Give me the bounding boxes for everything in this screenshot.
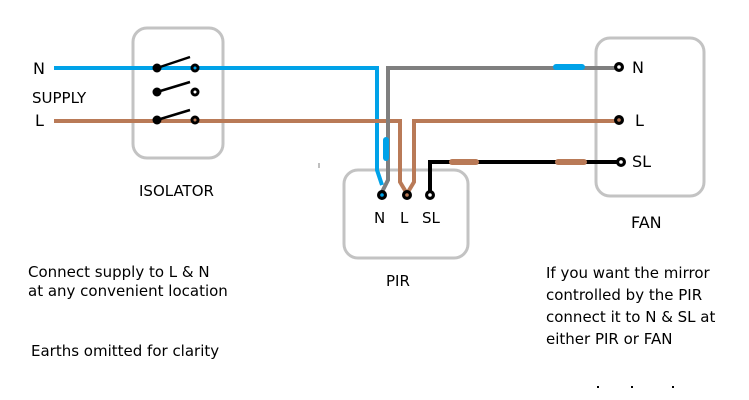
- fan-neutral-wire: [380, 66, 620, 193]
- note-earths: Earths omitted for clarity: [31, 342, 220, 360]
- fan-label: FAN: [631, 213, 662, 232]
- note-connect-supply: Connect supply to L & N at any convenien…: [28, 263, 228, 300]
- fan-box: [594, 36, 706, 198]
- fan-terminals: [614, 62, 626, 167]
- pir-label: PIR: [386, 272, 410, 290]
- supply-n-label: N: [33, 59, 45, 78]
- pir-terminals: [377, 190, 435, 200]
- stray-dots: [597, 386, 674, 388]
- fan-live-wire: [406, 119, 620, 194]
- pir-terminal-l: L: [400, 209, 409, 227]
- pir-terminal-sl: SL: [422, 209, 440, 227]
- fan-terminal-l: L: [635, 111, 644, 130]
- note-mirror: If you want the mirror controlled by the…: [546, 264, 716, 348]
- supply-live-wire: [54, 119, 408, 194]
- supply-title: SUPPLY: [32, 89, 87, 107]
- fan-terminal-sl: SL: [632, 152, 652, 171]
- isolator-box: [131, 26, 225, 160]
- supply-neutral-wire: [54, 66, 384, 186]
- fan-terminal-n: N: [632, 58, 644, 77]
- pir-terminal-n: N: [374, 209, 386, 227]
- switched-live-wire: [428, 160, 620, 193]
- isolator-label: ISOLATOR: [139, 182, 214, 200]
- supply-l-label: L: [35, 111, 44, 130]
- isolator-switches: [152, 55, 200, 125]
- pir-box: [342, 168, 470, 260]
